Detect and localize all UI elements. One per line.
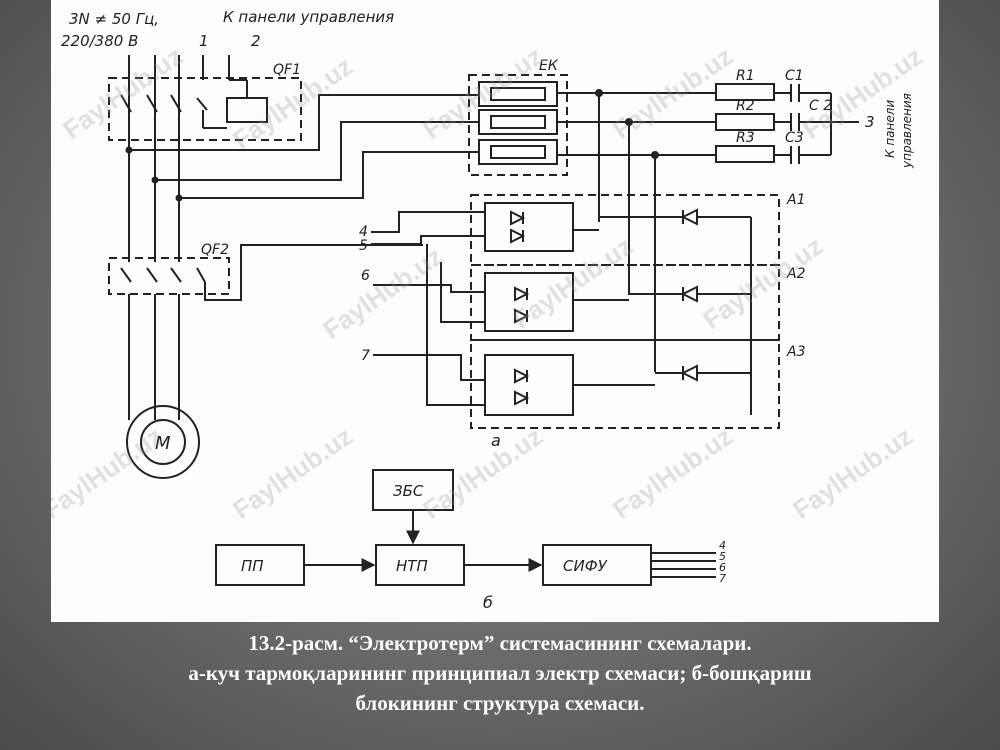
input-7-label: 7 [361, 348, 370, 364]
ntp-block-label: НТП [396, 557, 428, 575]
c3-label: C3 [785, 130, 804, 146]
terminal-1-label: 1 [199, 32, 209, 50]
input-5-label: 5 [359, 238, 368, 254]
caption-line-2: а-куч тармоқларининг принципиал электр с… [188, 661, 812, 685]
watermark: FaylHub.uz [417, 421, 548, 525]
watermark: FaylHub.uz [227, 421, 358, 525]
electrical-schematic: 3N ≠ 50 Гц, 220/380 В К панели управлени… [51, 8, 928, 612]
r3-label: R3 [736, 130, 755, 146]
ek-label: ЕК [539, 58, 559, 74]
r2-label: R2 [736, 98, 755, 114]
supply-label-line1: 3N ≠ 50 Гц, [69, 10, 159, 28]
output-5-label: 5 [719, 550, 726, 563]
terminal-2-label: 2 [251, 32, 261, 50]
qf2-label: QF2 [201, 242, 229, 258]
c1-label: C1 [785, 68, 804, 84]
terminal-3-label: 3 [865, 113, 875, 131]
panel-vertical-label-1: К панели [883, 100, 897, 158]
panel-label: К панели управления [223, 8, 394, 26]
a3-label: A3 [786, 344, 805, 360]
supply-label-line2: 220/380 В [61, 32, 138, 50]
output-7-label: 7 [719, 572, 726, 585]
watermark: FaylHub.uz [607, 421, 738, 525]
watermark: FaylHub.uz [417, 41, 548, 145]
subfigure-b-label: б [483, 593, 493, 612]
qf1-label: QF1 [273, 62, 301, 78]
watermark: FaylHub.uz [51, 421, 168, 525]
a2-label: A2 [786, 266, 806, 282]
panel-vertical-label-2: управления [900, 93, 914, 169]
subfigure-a-label: а [491, 431, 501, 450]
c2-label: C 2 [809, 98, 832, 114]
watermark: FaylHub.uz [57, 41, 188, 145]
zbs-block-label: ЗБС [393, 482, 424, 500]
output-6-label: 6 [719, 561, 726, 574]
watermark: FaylHub.uz [317, 241, 448, 345]
figure-caption: 13.2-расм. “Электротерм” системасининг с… [0, 628, 1000, 718]
sifu-block-label: СИФУ [563, 557, 608, 575]
watermark: FaylHub.uz [697, 231, 828, 335]
a1-label: A1 [786, 192, 805, 208]
scheme-figure: 3N ≠ 50 Гц, 220/380 В К панели управлени… [51, 0, 939, 622]
caption-line-3: блокининг структура схемаси. [355, 691, 645, 715]
input-4-label: 4 [359, 224, 368, 240]
caption-line-1: 13.2-расм. “Электротерм” системасининг с… [248, 631, 752, 655]
input-6-label: 6 [361, 268, 370, 284]
motor-label: M [155, 433, 171, 454]
output-4-label: 4 [719, 539, 726, 552]
r1-label: R1 [736, 68, 755, 84]
pp-block-label: ПП [241, 557, 264, 575]
watermark: FaylHub.uz [787, 421, 918, 525]
